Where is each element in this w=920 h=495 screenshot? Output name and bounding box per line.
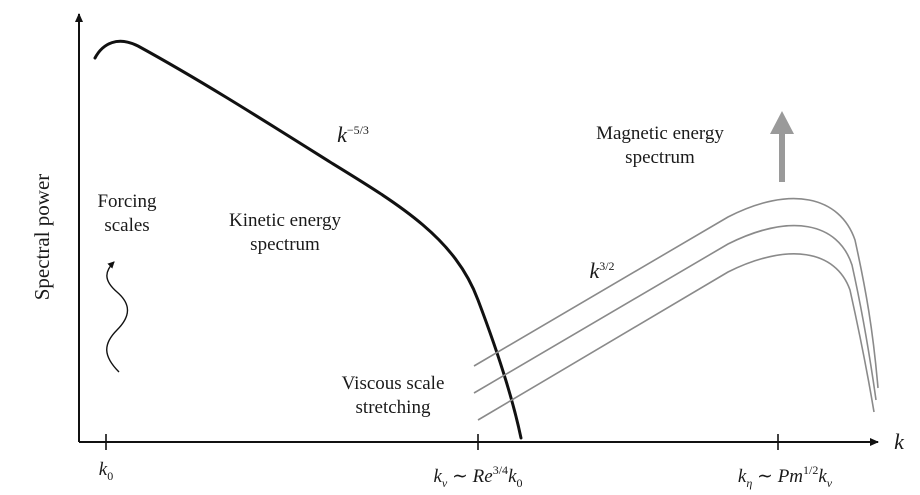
x-axis-label: k: [894, 429, 904, 454]
forcing-line-2: scales: [104, 215, 150, 236]
up-arrow-icon: [770, 111, 794, 182]
kinetic-spectrum-label: Kinetic energy spectrum: [200, 209, 370, 257]
kinetic-line-1: Kinetic energy: [228, 210, 342, 231]
kazantsev-slope-label: k3/2: [589, 258, 615, 283]
viscous-line-2: stretching: [355, 397, 431, 418]
magnetic-spectrum-curve-1: [473, 197, 879, 389]
diagram-canvas: [75, 13, 879, 450]
magnetic-spectrum-curve-2: [473, 224, 877, 401]
tick-label-k-eta: kη ∼ Pm1/2kν: [737, 463, 833, 490]
viscous-line-1: Viscous scale: [341, 373, 445, 394]
y-axis-label: Spectral power: [30, 173, 54, 301]
magnetic-spectrum-curve-3: [477, 253, 875, 421]
viscous-stretching-label: Viscous scale stretching: [318, 372, 468, 420]
kinetic-line-2: spectrum: [250, 234, 320, 255]
wavy-up-arrow-icon: [106, 261, 129, 373]
magnetic-line-1: Magnetic energy: [596, 123, 724, 144]
tick-label-k0: k0: [98, 459, 114, 483]
kolmogorov-slope-label: k−5/3: [337, 122, 369, 147]
forcing-line-1: Forcing: [97, 191, 157, 212]
forcing-scales-label: Forcing scales: [72, 190, 182, 238]
tick-label-k-nu: kν ∼ Re3/4k0: [433, 463, 523, 490]
spectrum-diagram: Spectral power k k0 kν ∼ Re3/4k0 kη ∼ Pm…: [30, 13, 904, 490]
magnetic-line-2: spectrum: [625, 147, 695, 168]
kinetic-spectrum-curve: [93, 39, 523, 440]
magnetic-spectrum-label: Magnetic energy spectrum: [570, 122, 750, 170]
